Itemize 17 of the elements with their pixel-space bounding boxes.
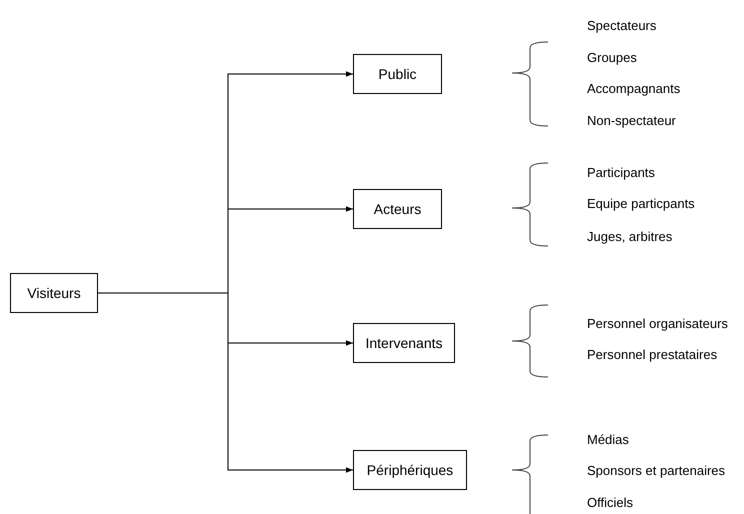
- process-box: Intervenants: [353, 323, 455, 363]
- process-box: Visiteurs: [10, 273, 98, 313]
- list-item: Médias: [587, 432, 629, 448]
- list-item: Participants: [587, 165, 655, 181]
- list-item: Officiels: [587, 495, 633, 511]
- list-item: Groupes: [587, 50, 637, 66]
- list-item: Non-spectateur: [587, 113, 676, 129]
- list-item: Personnel organisateurs: [587, 316, 728, 332]
- list-item: Spectateurs: [587, 18, 656, 34]
- list-item: Accompagnants: [587, 81, 680, 97]
- process-box: Acteurs: [353, 189, 442, 229]
- list-item: Sponsors et partenaires: [587, 463, 726, 479]
- list-item: Personnel prestataires: [587, 347, 718, 363]
- process-box: Périphériques: [353, 450, 467, 490]
- process-box: Public: [353, 54, 442, 94]
- list-item: Juges, arbitres: [587, 229, 672, 245]
- list-item: Equipe particpants: [587, 196, 695, 212]
